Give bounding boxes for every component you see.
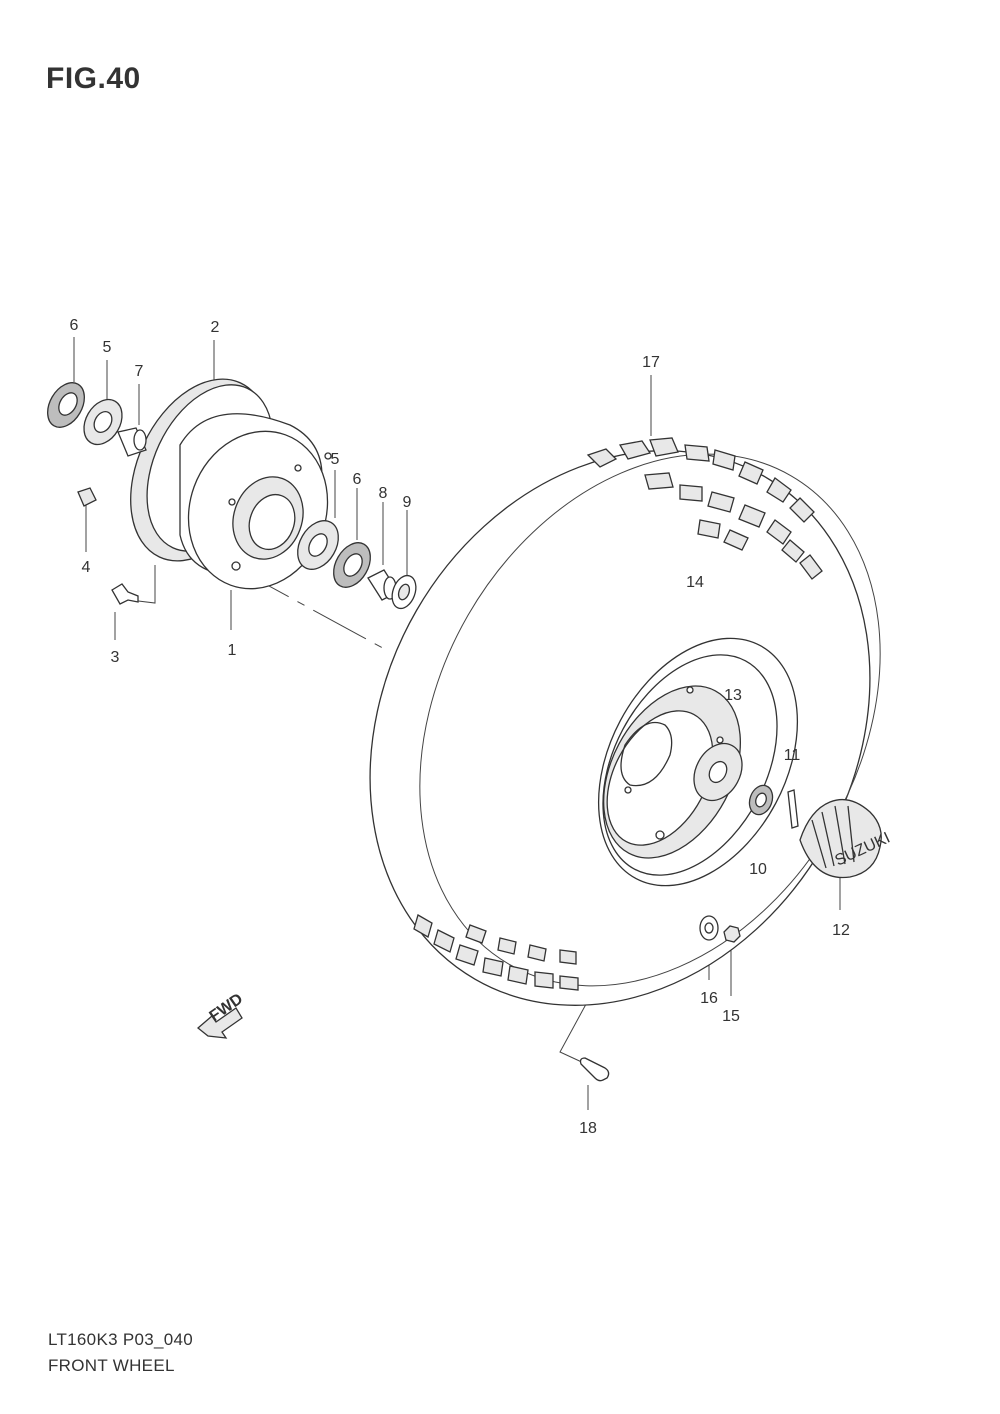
part-label: 10 — [749, 861, 767, 878]
part-number-labels: 6 5 7 2 4 3 1 5 6 8 9 17 14 13 11 10 12 … — [70, 317, 850, 1137]
tire-tread-top — [586, 437, 823, 580]
lug-nut — [723, 925, 741, 943]
part-label: 11 — [784, 747, 801, 764]
bolt-3 — [111, 583, 139, 605]
bearing-left — [83, 398, 123, 446]
tire-tread-bottom — [413, 914, 579, 991]
part-label: 16 — [700, 990, 718, 1007]
oil-seal-left — [47, 382, 85, 428]
part-label: 1 — [228, 642, 237, 659]
wheel-hub — [130, 378, 332, 590]
part-label: 3 — [111, 649, 120, 666]
part-label: 17 — [642, 354, 660, 371]
bearing-right — [297, 520, 339, 570]
castle-nut — [748, 784, 774, 816]
washer-9 — [391, 574, 417, 610]
part-label: 9 — [403, 494, 412, 511]
part-label: 5 — [103, 339, 112, 356]
part-label: 15 — [722, 1008, 740, 1025]
part-label: 5 — [331, 451, 340, 468]
valve-stem — [579, 1057, 610, 1082]
part-label: 14 — [686, 574, 704, 591]
part-label: 18 — [579, 1120, 597, 1137]
collar-4 — [77, 487, 97, 507]
part-label: 13 — [724, 687, 742, 704]
part-label: 12 — [832, 922, 850, 939]
part-label: 6 — [353, 471, 362, 488]
cotter-pin — [787, 789, 799, 829]
part-label: 6 — [70, 317, 79, 334]
spacer-7 — [117, 427, 147, 457]
part-label: 8 — [379, 485, 388, 502]
oil-seal-right — [333, 542, 371, 588]
fwd-arrow: FWD — [196, 990, 246, 1039]
lug-washer — [699, 915, 719, 941]
part-label: 7 — [135, 363, 144, 380]
part-label: 2 — [211, 319, 220, 336]
footer-model-code: LT160K3 P03_040 — [48, 1330, 194, 1349]
figure-title: FIG.40 — [46, 62, 141, 95]
washer-13 — [693, 742, 743, 802]
footer-section-name: FRONT WHEEL — [48, 1356, 175, 1375]
part-label: 4 — [82, 559, 91, 576]
